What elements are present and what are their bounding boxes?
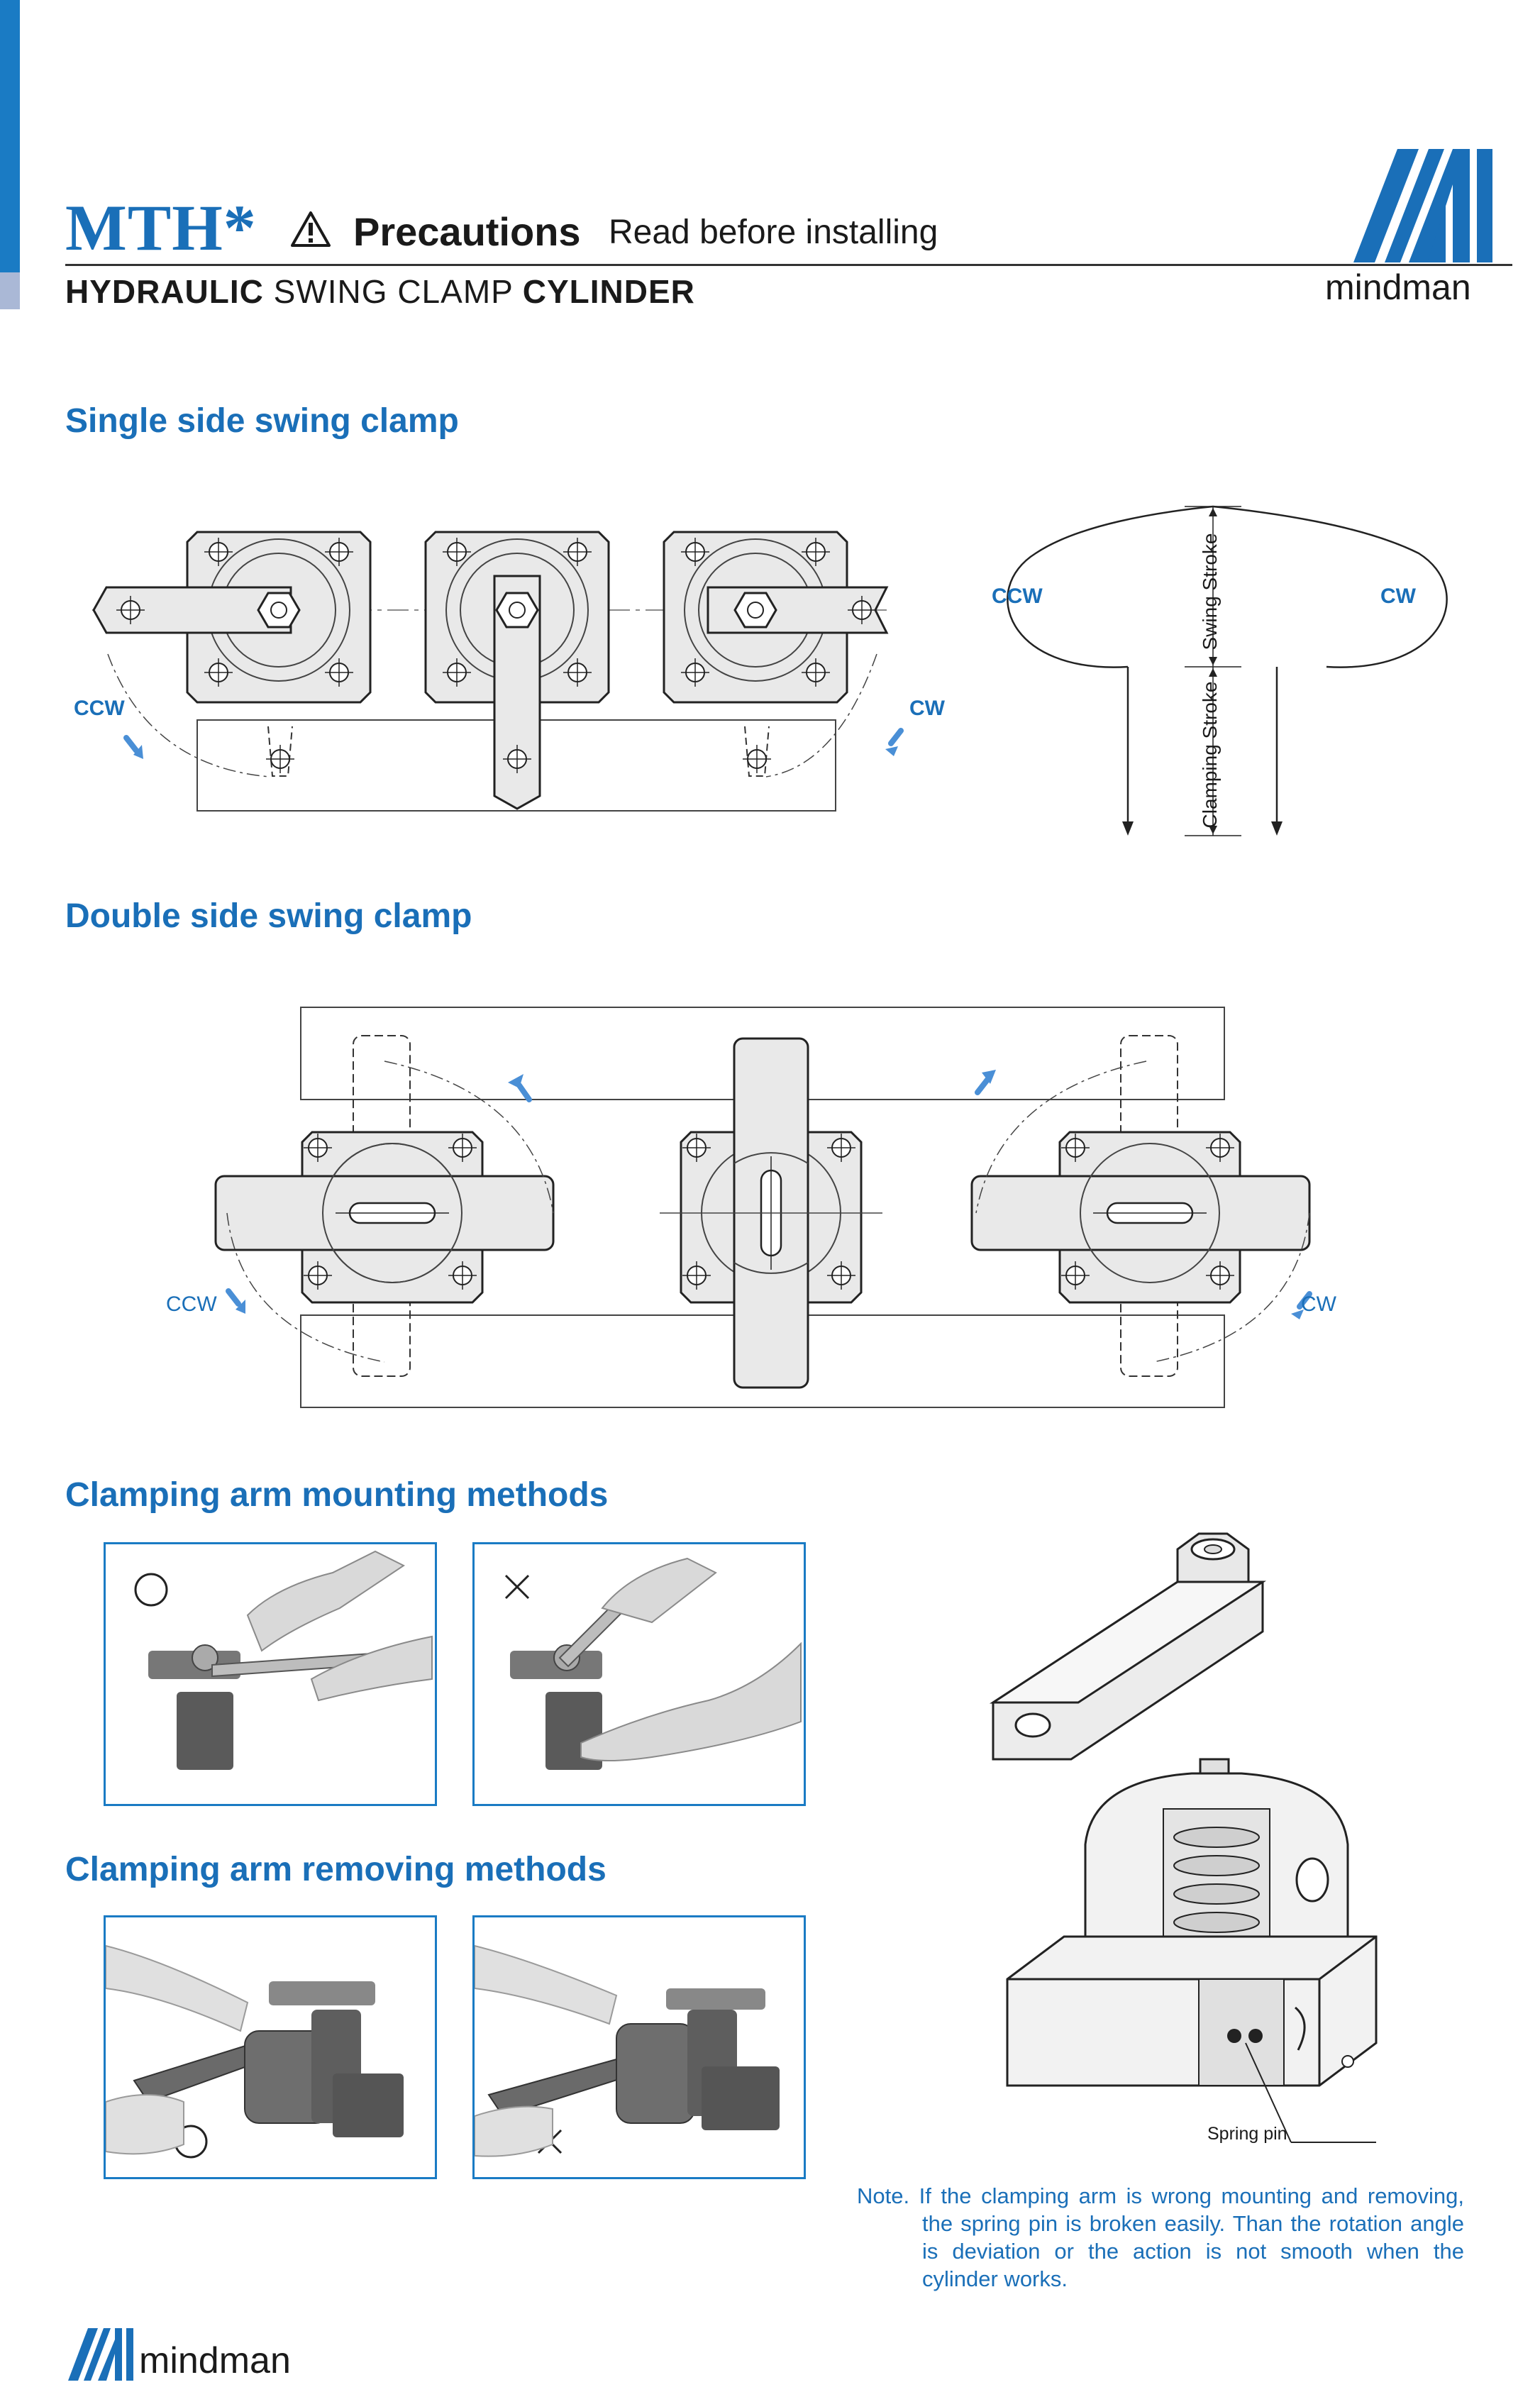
clamp-unit-right (663, 531, 904, 777)
left-accent-bar (0, 0, 20, 272)
wrong-mark (504, 1574, 530, 1600)
photo-mounting-correct (104, 1542, 437, 1806)
stroke-diagram (1007, 505, 1448, 836)
mounting-correct-illustration (134, 1550, 433, 1770)
spring-pin-label: Spring pin (1207, 2124, 1287, 2144)
precautions-title: Precautions (353, 209, 581, 254)
single-side-clamp-diagram (92, 531, 904, 812)
note-text: Note. If the clamping arm is wrong mount… (857, 2182, 1464, 2293)
double-side-clamp-diagram (214, 1007, 1312, 1408)
section-mounting: Clamping arm mounting methods (65, 1476, 609, 1514)
note-prefix: Note. (857, 2183, 910, 2208)
brand-logo: mindman (1325, 142, 1509, 316)
ccw-label-stroke: CCW (992, 585, 1043, 608)
note-body: If the clamping arm is wrong mounting an… (919, 2183, 1464, 2291)
warning-icon (291, 211, 331, 247)
photo-removing-wrong (472, 1915, 806, 2179)
header-rule (65, 264, 1512, 266)
read-before-text: Read before installing (609, 214, 938, 251)
section-single-side: Single side swing clamp (65, 402, 459, 440)
removing-correct-illustration (105, 1944, 404, 2159)
section-removing: Clamping arm removing methods (65, 1851, 606, 1888)
swing-stroke-label: Swing Stroke (1199, 533, 1221, 650)
ccw-label-double: CCW (166, 1292, 217, 1316)
double-clamp-middle (660, 1037, 882, 1389)
clamp-unit-middle (424, 531, 610, 810)
removing-wrong-illustration (474, 1944, 780, 2157)
photo-removing-correct (104, 1915, 437, 2179)
footer-wordmark: mindman (139, 2340, 291, 2381)
cylinder-cutaway-diagram (989, 1532, 1378, 2143)
cw-label-stroke: CW (1380, 585, 1416, 608)
photo-mounting-wrong (472, 1542, 806, 1806)
cw-label-single: CW (909, 697, 945, 720)
product-subtitle: HYDRAULIC SWING CLAMP CYLINDER (65, 273, 695, 310)
section-double-side: Double side swing clamp (65, 897, 472, 935)
ccw-label-single: CCW (74, 697, 125, 720)
brand-wordmark: mindman (1325, 267, 1471, 307)
clamping-stroke-label: Clamping Stroke (1199, 681, 1221, 829)
series-title: MTH* (65, 192, 257, 264)
cw-label-double: CW (1301, 1292, 1336, 1316)
footer-brand-logo: mindman (65, 2325, 291, 2386)
double-clamp-right (970, 1035, 1312, 1377)
clamp-unit-left (92, 531, 372, 777)
mounting-wrong-illustration (504, 1557, 802, 1770)
double-clamp-left (214, 1035, 555, 1377)
correct-mark (134, 1573, 168, 1607)
left-accent-bar-light (0, 272, 20, 309)
